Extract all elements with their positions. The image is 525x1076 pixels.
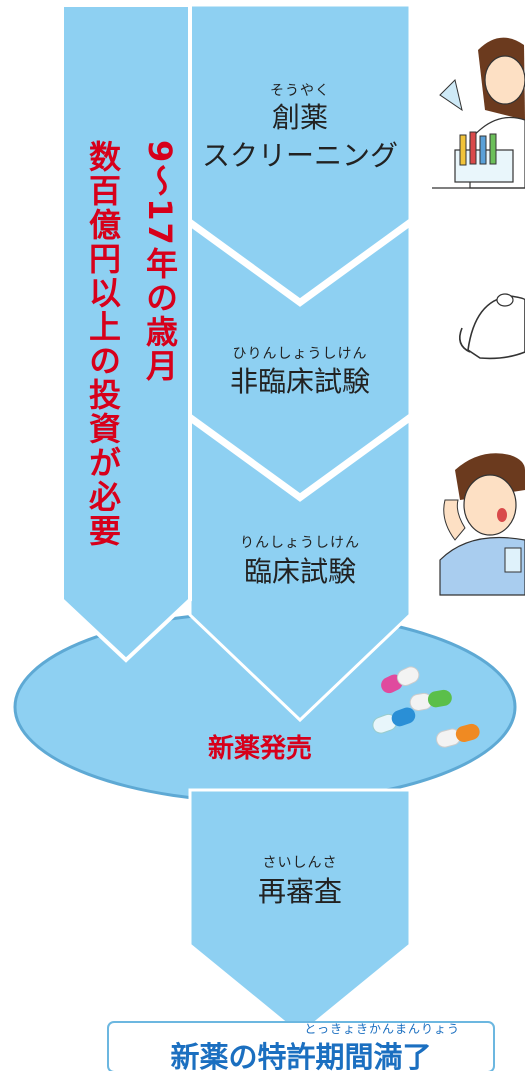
- stage-1-label-2: スクリーニング: [201, 139, 398, 172]
- stage-2-label: 非臨床試験: [229, 365, 370, 398]
- patent-box: [107, 1021, 495, 1071]
- patent-label: 新薬の特許期間満了: [170, 1040, 432, 1074]
- capsules-icon: [372, 666, 480, 748]
- stage-1-reading: そうやく: [270, 83, 330, 99]
- reexam-reading: さいしんさ: [262, 855, 338, 871]
- stage-3-label: 臨床試験: [243, 555, 356, 588]
- stage-1-label: 創薬: [271, 101, 328, 134]
- reexam-arrow: [188, 788, 412, 1037]
- patent-reading: とっきょきかんまんりょう: [304, 1022, 460, 1036]
- stage-2-reading: ひりんしょうしけん: [232, 346, 368, 362]
- side-text-years: 9〜17年の歳月: [141, 140, 179, 383]
- side-arrow: [60, 3, 192, 663]
- stage-3-reading: りんしょうしけん: [240, 535, 360, 551]
- reexam-label: 再審査: [257, 875, 342, 908]
- patient-icon: [435, 450, 525, 596]
- launch-label: 新薬発売: [207, 734, 312, 764]
- rat-icon: [459, 293, 525, 360]
- scientist-icon: [432, 37, 525, 189]
- side-text-investment: 数百億円以上の投資が必要: [84, 140, 122, 548]
- stage-arrow-clinical: [188, 417, 412, 723]
